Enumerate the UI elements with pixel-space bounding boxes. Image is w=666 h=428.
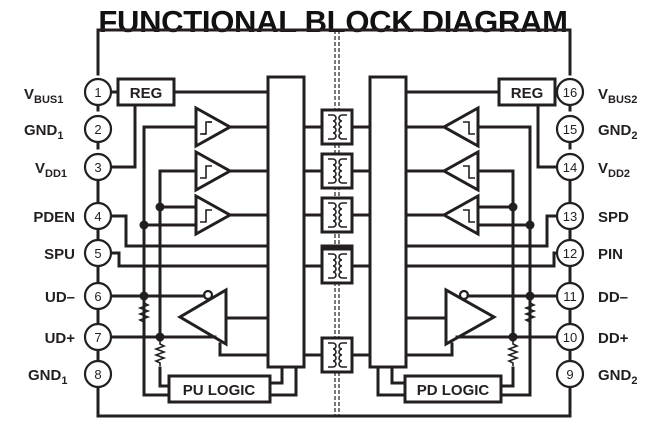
left-data-bus-block [266, 75, 306, 369]
schmitt-buffer-icon [194, 105, 234, 149]
svg-text:13: 13 [563, 209, 577, 224]
resistor-icon [139, 299, 149, 326]
svg-text:VBUS2: VBUS2 [598, 86, 637, 106]
isolation-transformer-icon [320, 247, 354, 285]
svg-text:GND1: GND1 [28, 367, 67, 387]
svg-text:8: 8 [94, 367, 101, 382]
svg-text:SPD: SPD [598, 209, 629, 226]
right-pin-14: 14 VDD2 [555, 152, 630, 182]
left-pin-5: 5 SPU [44, 238, 113, 268]
svg-text:4: 4 [94, 209, 101, 224]
svg-text:6: 6 [94, 289, 101, 304]
svg-text:GND1: GND1 [24, 122, 63, 142]
svg-text:15: 15 [563, 122, 577, 137]
svg-text:1: 1 [94, 85, 101, 100]
svg-text:UD–: UD– [45, 289, 75, 306]
package-top-edge [96, 28, 572, 76]
right-pin-11: 11 DD– [555, 281, 628, 311]
left-side-circuit: REG [109, 75, 306, 404]
isolation-transformer-icon [320, 196, 354, 234]
svg-text:REG: REG [130, 85, 163, 102]
diagram-title: FUNCTIONAL BLOCK DIAGRAM [98, 4, 568, 39]
svg-text:VDD1: VDD1 [35, 160, 67, 180]
package-bottom-edge [96, 386, 572, 418]
svg-text:2: 2 [94, 122, 101, 137]
right-pin-16: 16 VBUS2 [555, 77, 637, 107]
svg-text:GND2: GND2 [598, 367, 637, 387]
schmitt-buffer-icon [194, 193, 234, 237]
schmitt-buffer-icon [440, 149, 480, 193]
svg-text:9: 9 [566, 367, 573, 382]
left-pin-6: 6 UD– [45, 281, 113, 311]
schmitt-buffer-icon [440, 193, 480, 237]
svg-text:12: 12 [563, 246, 577, 261]
svg-text:PIN: PIN [598, 246, 623, 263]
isolation-transformer-icon [320, 336, 354, 374]
svg-text:PDEN: PDEN [33, 209, 75, 226]
schmitt-buffer-icon [194, 149, 234, 193]
left-pin-3: 3 VDD1 [35, 152, 113, 182]
right-side-circuit: REG [368, 75, 560, 404]
svg-text:VBUS1: VBUS1 [24, 86, 63, 106]
isolation-transformer-icon [320, 152, 354, 190]
svg-text:5: 5 [94, 246, 101, 261]
svg-text:14: 14 [563, 160, 577, 175]
pd-logic-block [403, 374, 503, 404]
pu-logic-block [167, 374, 272, 404]
right-pin-9: 9 GND2 [555, 359, 637, 389]
reg-right-block [497, 77, 557, 107]
svg-text:REG: REG [511, 85, 544, 102]
svg-text:VDD2: VDD2 [598, 160, 630, 180]
right-pin-13: 13 SPD [555, 201, 629, 231]
left-pin-7: 7 UD+ [45, 322, 113, 352]
svg-text:UD+: UD+ [45, 330, 76, 347]
svg-text:11: 11 [563, 289, 577, 304]
schmitt-buffer-icon [440, 105, 480, 149]
right-pin-12: 12 PIN [555, 238, 623, 268]
right-data-bus-block [368, 75, 408, 369]
svg-text:SPU: SPU [44, 246, 75, 263]
svg-text:DD+: DD+ [598, 330, 629, 347]
right-pin-15: 15 GND2 [555, 114, 637, 144]
resistor-icon [508, 340, 518, 367]
left-pin-2: 2 GND1 [24, 114, 113, 144]
svg-text:7: 7 [94, 330, 101, 345]
resistor-icon [155, 340, 165, 367]
transformer-column [302, 108, 372, 374]
isolation-transformer-icon [320, 108, 354, 146]
left-pin-4: 4 PDEN [33, 201, 113, 231]
right-pin-10: 10 DD+ [555, 322, 629, 352]
left-pin-1: 1 VBUS1 [24, 77, 113, 107]
svg-text:10: 10 [563, 330, 577, 345]
svg-text:PD LOGIC: PD LOGIC [417, 382, 490, 399]
svg-text:16: 16 [563, 85, 577, 100]
svg-text:DD–: DD– [598, 289, 628, 306]
svg-text:GND2: GND2 [598, 122, 637, 142]
left-pin-8: 8 GND1 [28, 359, 113, 389]
resistor-icon [525, 299, 535, 326]
svg-text:3: 3 [94, 160, 101, 175]
svg-text:PU LOGIC: PU LOGIC [183, 382, 256, 399]
